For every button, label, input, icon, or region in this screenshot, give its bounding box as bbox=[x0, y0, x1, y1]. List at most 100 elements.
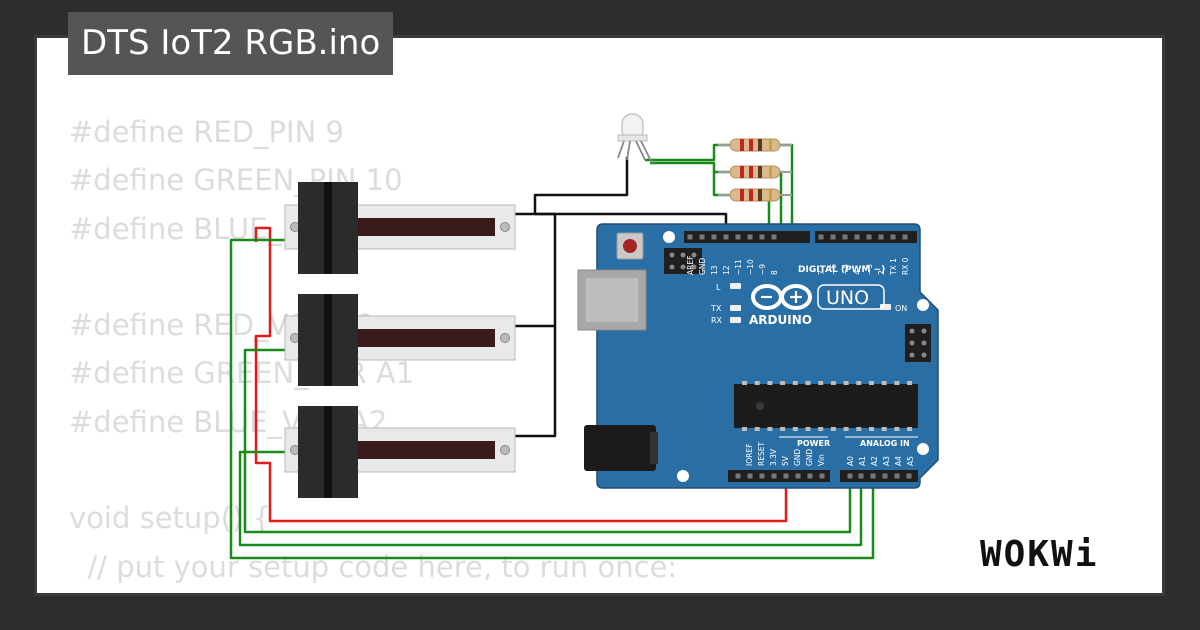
pin-hole[interactable] bbox=[735, 234, 741, 240]
pin-label: 13 bbox=[710, 265, 719, 275]
pin-label: ~9 bbox=[758, 264, 767, 275]
pin-hole[interactable] bbox=[866, 234, 872, 240]
slide-potentiometer-3[interactable] bbox=[284, 406, 516, 498]
chip-pin bbox=[792, 427, 798, 431]
pin-hole[interactable] bbox=[847, 473, 853, 479]
pin-hole[interactable] bbox=[771, 234, 777, 240]
pin-label: TX 1 bbox=[889, 258, 898, 276]
pin-label: A4 bbox=[894, 456, 903, 466]
pin-hole[interactable] bbox=[890, 234, 896, 240]
chip-pin bbox=[780, 427, 786, 431]
tx-label: TX bbox=[710, 304, 722, 313]
pin-hole[interactable] bbox=[735, 473, 741, 479]
chip-pin bbox=[754, 381, 760, 385]
chip-pin bbox=[869, 427, 874, 431]
chip-pin bbox=[894, 381, 900, 385]
pin-hole[interactable] bbox=[819, 473, 825, 479]
chip-pin bbox=[767, 427, 773, 431]
pin-hole[interactable] bbox=[894, 473, 900, 479]
chip-pin bbox=[805, 381, 811, 385]
uno-model: UNO bbox=[826, 287, 869, 309]
resistor-green[interactable] bbox=[718, 165, 792, 179]
chip-pin bbox=[856, 381, 862, 385]
pin-label: 3.3V bbox=[769, 448, 778, 466]
chip-pin bbox=[907, 381, 913, 385]
pin-label: A3 bbox=[882, 456, 891, 466]
pin-hole[interactable] bbox=[882, 473, 888, 479]
pin-hole[interactable] bbox=[759, 473, 765, 479]
chip-pin bbox=[830, 427, 836, 431]
pin-hole[interactable] bbox=[854, 234, 860, 240]
slide-potentiometer-2[interactable] bbox=[284, 294, 516, 386]
pin-label: ~10 bbox=[746, 259, 755, 275]
code-line: void setup() { bbox=[69, 501, 271, 536]
pin-label: GND bbox=[805, 449, 814, 466]
pin-hole[interactable] bbox=[699, 234, 705, 240]
pin-label: A1 bbox=[858, 456, 867, 466]
chip-pin bbox=[894, 427, 900, 431]
chip-pin bbox=[907, 427, 913, 431]
analog-label: ANALOG IN bbox=[860, 439, 910, 448]
pin-hole[interactable] bbox=[747, 234, 753, 240]
pin-label: ~5 bbox=[841, 264, 850, 275]
resistor-blue[interactable] bbox=[718, 188, 792, 202]
pin-label: RX 0 bbox=[901, 257, 910, 275]
analog-header bbox=[840, 470, 918, 482]
pin-hole[interactable] bbox=[795, 473, 801, 479]
rx-label: RX bbox=[711, 316, 723, 325]
wire-5v-red bbox=[254, 226, 788, 523]
rgb-led[interactable] bbox=[617, 113, 653, 164]
pin-hole[interactable] bbox=[858, 473, 864, 479]
chip-pin bbox=[881, 427, 887, 431]
pin-hole[interactable] bbox=[747, 473, 753, 479]
chip-pin bbox=[805, 427, 811, 431]
pin-label: A2 bbox=[870, 456, 879, 466]
pin-label: GND bbox=[793, 449, 802, 466]
pin-hole[interactable] bbox=[807, 473, 813, 479]
pin-hole[interactable] bbox=[878, 234, 884, 240]
power-jack bbox=[584, 425, 656, 471]
pin-label: RESET bbox=[757, 442, 766, 466]
pin-hole[interactable] bbox=[783, 473, 789, 479]
icsp-header bbox=[664, 248, 702, 274]
chip-pin bbox=[818, 381, 824, 385]
chip-pin bbox=[818, 427, 824, 431]
chip-pin bbox=[843, 381, 849, 385]
pin-hole[interactable] bbox=[771, 473, 777, 479]
power-header bbox=[728, 470, 830, 482]
chip-pin bbox=[742, 381, 747, 385]
pin-label: IOREF bbox=[745, 444, 754, 466]
code-line: // put your setup code here, to run once… bbox=[69, 549, 678, 584]
pin-hole[interactable] bbox=[842, 234, 848, 240]
wire-a2-green bbox=[229, 238, 875, 560]
pin-hole[interactable] bbox=[818, 234, 824, 240]
pin-hole[interactable] bbox=[870, 473, 876, 479]
pin-hole[interactable] bbox=[830, 234, 836, 240]
power-label: POWER bbox=[797, 439, 830, 448]
wire-led-r1 bbox=[645, 143, 729, 162]
chip-pin bbox=[767, 381, 773, 385]
chip-pin bbox=[754, 427, 760, 431]
resistor-red[interactable] bbox=[718, 138, 792, 152]
pin-label: 12 bbox=[722, 265, 731, 275]
wire-led-r2 bbox=[650, 161, 729, 174]
digital-header-right bbox=[815, 231, 917, 243]
pin-hole[interactable] bbox=[759, 234, 765, 240]
code-line: #define RED_PIN 9 bbox=[69, 115, 344, 149]
slide-potentiometer-1[interactable] bbox=[284, 182, 516, 274]
pin-hole[interactable] bbox=[902, 234, 908, 240]
pin-label: 7 bbox=[817, 270, 826, 275]
chip-pin bbox=[792, 381, 798, 385]
chip-pin bbox=[869, 381, 874, 385]
wire-a0-green bbox=[243, 348, 852, 534]
pin-hole[interactable] bbox=[711, 234, 717, 240]
pin-hole[interactable] bbox=[723, 234, 729, 240]
pin-hole[interactable] bbox=[906, 473, 912, 479]
project-title: DTS IoT2 RGB.ino bbox=[68, 12, 394, 75]
pin-hole[interactable] bbox=[687, 234, 693, 240]
